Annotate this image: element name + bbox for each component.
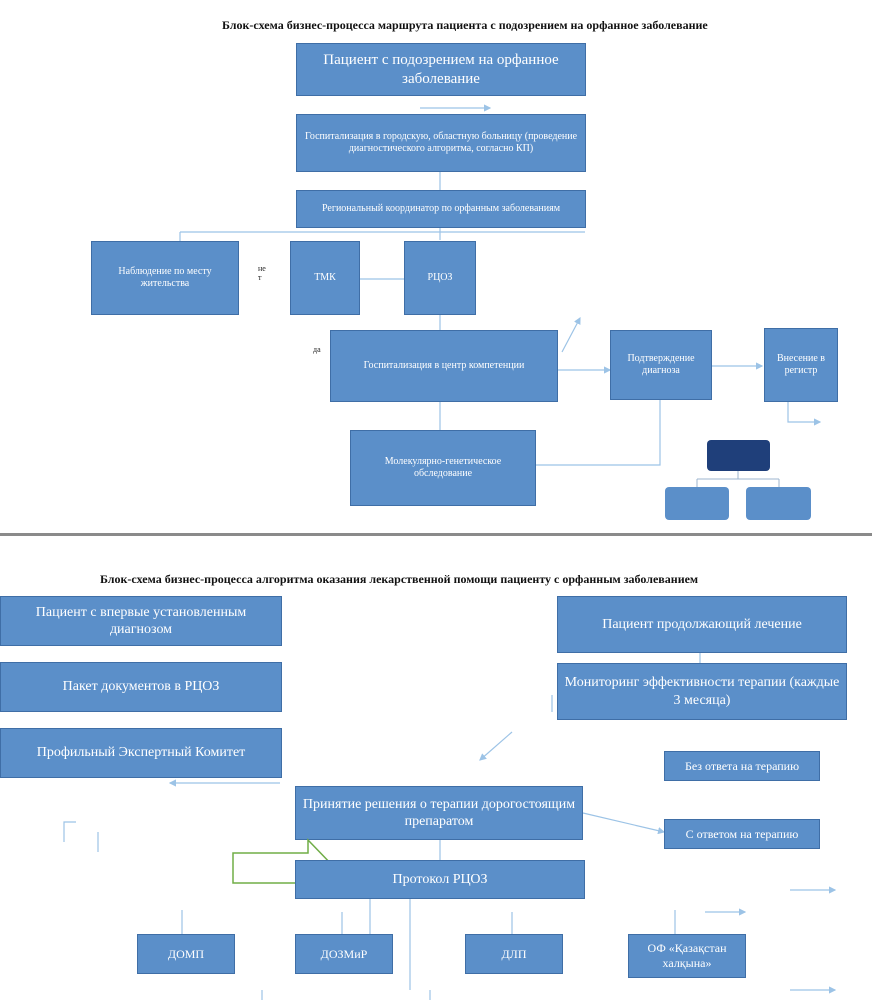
diagram2-title: Блок-схема бизнес-процесса алгоритма ока… (100, 572, 699, 586)
tmk-box: ТМК (290, 241, 360, 315)
org-chart-right-node (746, 487, 811, 520)
molecular-box: Молекулярно-генетическое обследование (350, 430, 536, 506)
dlp-box: ДЛП (465, 934, 563, 974)
org-chart-top-node (707, 440, 770, 471)
hospitalization-city-box: Госпитализация в городскую, областную бо… (296, 114, 586, 172)
patient-suspected-box: Пациент с подозрением на орфанное заболе… (296, 43, 586, 96)
no-response-box: Без ответа на терапию (664, 751, 820, 781)
org-chart-left-node (665, 487, 729, 520)
confirmation-box: Подтверждение диагноза (610, 330, 712, 400)
of-kazakhstan-box: ОФ «Қазақстан халқына» (628, 934, 746, 978)
regional-coordinator-box: Региональный координатор по орфанным заб… (296, 190, 586, 228)
dozmir-box: ДОЗМиР (295, 934, 393, 974)
yes-label: да (313, 345, 321, 354)
decision-box: Принятие решения о терапии дорогостоящим… (295, 786, 583, 840)
patient-new-box: Пациент с впервые установленным диагнозо… (0, 596, 282, 646)
with-response-box: С ответом на терапию (664, 819, 820, 849)
registry-box: Внесение в регистр (764, 328, 838, 402)
no-label: не т (258, 264, 266, 282)
hospitalization-center-box: Госпитализация в центр компетенции (330, 330, 558, 402)
protocol-box: Протокол РЦОЗ (295, 860, 585, 899)
monitoring-box: Мониторинг эффективности терапии (каждые… (557, 663, 847, 720)
section-divider (0, 533, 872, 536)
expert-committee-box: Профильный Экспертный Комитет (0, 728, 282, 778)
observation-box: Наблюдение по месту жительства (91, 241, 239, 315)
documents-box: Пакет документов в РЦОЗ (0, 662, 282, 712)
domp-box: ДОМП (137, 934, 235, 974)
patient-continuing-box: Пациент продолжающий лечение (557, 596, 847, 653)
diagram1-title: Блок-схема бизнес-процесса маршрута паци… (222, 18, 708, 32)
rcoz-box: РЦОЗ (404, 241, 476, 315)
